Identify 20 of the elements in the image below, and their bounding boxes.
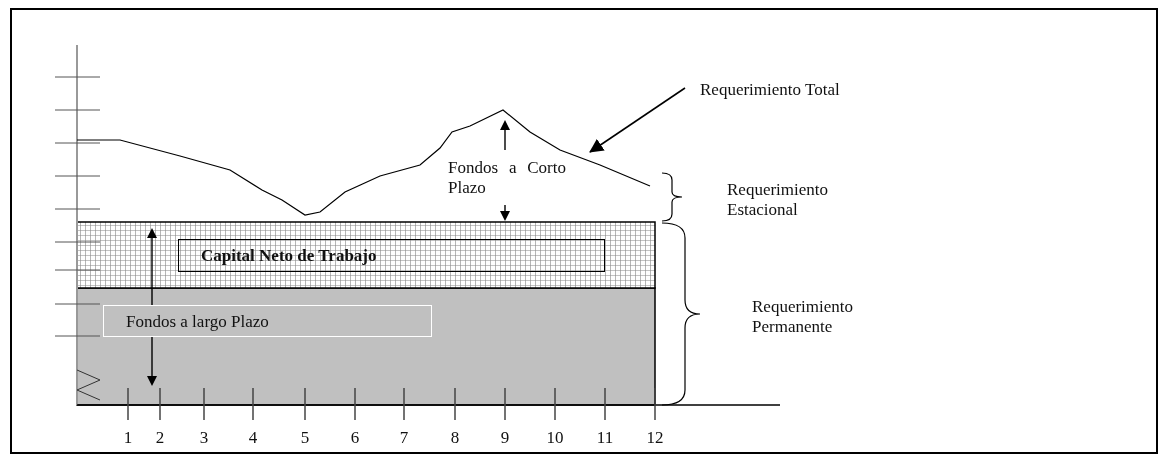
axis-tick-label: 2	[155, 428, 165, 448]
axis-tick-label: 7	[399, 428, 409, 448]
axis-tick-label: 4	[248, 428, 258, 448]
label-box: Capital Neto de Trabajo	[178, 239, 605, 272]
axis-tick-label: 9	[500, 428, 510, 448]
annotation-text: Fondos a Corto Plazo	[448, 158, 566, 198]
axis-tick-label: 12	[646, 428, 664, 448]
label-box: Fondos a largo Plazo	[103, 305, 432, 337]
callout-text: Requerimiento Total	[700, 80, 940, 102]
axis-tick-label: 11	[596, 428, 614, 448]
axis-tick-label: 5	[300, 428, 310, 448]
axis-tick-label: 1	[123, 428, 133, 448]
axis-tick-label: 10	[546, 428, 564, 448]
axis-tick-label: 8	[450, 428, 460, 448]
brace-label: Requerimiento Permanente	[752, 297, 855, 337]
leader-arrow	[589, 87, 686, 153]
brace-label: Requerimiento Estacional	[727, 180, 830, 220]
axis-tick-label: 6	[350, 428, 360, 448]
requirement-curve	[76, 109, 651, 216]
axis-tick-label: 3	[199, 428, 209, 448]
